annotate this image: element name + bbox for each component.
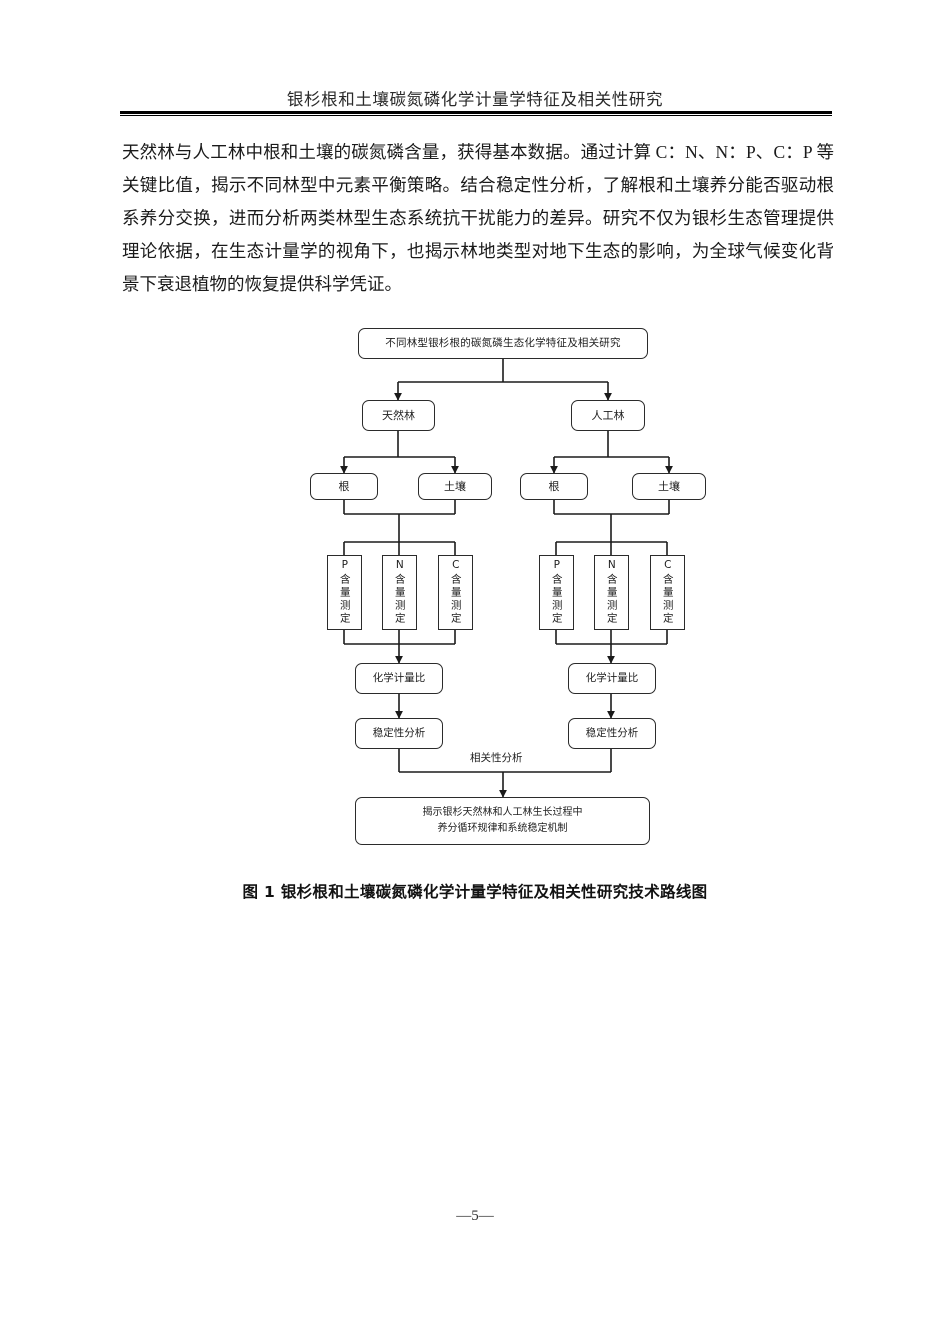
conclusion-line-2: 养分循环规律和系统稳定机制 <box>437 823 568 834</box>
flow-node-right-c: C含量测定 <box>650 555 685 630</box>
flow-node-right-p: P含量测定 <box>539 555 574 630</box>
flow-node-left-c: C含量测定 <box>438 555 473 630</box>
page-number: —5— <box>456 1208 494 1224</box>
flow-node-plantation-forest: 人工林 <box>571 400 645 431</box>
body-paragraph: 天然林与人工林中根和土壤的碳氮磷含量，获得基本数据。通过计算 C：N、N：P、C… <box>122 142 834 294</box>
header-rule-thin <box>120 115 832 116</box>
flow-node-left-root: 根 <box>310 473 378 500</box>
flow-node-natural-forest: 天然林 <box>362 400 435 431</box>
flow-node-right-soil: 土壤 <box>632 473 706 500</box>
flowchart-connectors <box>340 359 673 798</box>
flow-node-right-ratio: 化学计量比 <box>568 663 656 694</box>
flow-node-left-p: P含量测定 <box>327 555 362 630</box>
running-header: 银杉根和土壤碳氮磷化学计量学特征及相关性研究 <box>286 90 664 109</box>
conclusion-line-1: 揭示银杉天然林和人工林生长过程中 <box>422 807 583 818</box>
flow-node-conclusion: 揭示银杉天然林和人工林生长过程中 养分循环规律和系统稳定机制 <box>355 797 650 845</box>
figure-caption: 图 1 银杉根和土壤碳氮磷化学计量学特征及相关性研究技术路线图 <box>242 883 708 901</box>
flow-node-title: 不同林型银杉根的碳氮磷生态化学特征及相关研究 <box>358 328 648 359</box>
flow-node-right-root: 根 <box>520 473 588 500</box>
flow-node-left-n: N含量测定 <box>382 555 417 630</box>
figure-flowchart: 不同林型银杉根的碳氮磷生态化学特征及相关研究 天然林 人工林 根 土壤 根 土壤… <box>0 310 950 875</box>
flow-node-right-stability: 稳定性分析 <box>568 718 656 749</box>
flow-node-left-soil: 土壤 <box>418 473 492 500</box>
flow-node-left-stability: 稳定性分析 <box>355 718 443 749</box>
header-rule-thick <box>120 111 832 114</box>
flow-edge-label-correlation: 相关性分析 <box>470 752 523 764</box>
flow-node-right-n: N含量测定 <box>594 555 629 630</box>
flow-node-left-ratio: 化学计量比 <box>355 663 443 694</box>
